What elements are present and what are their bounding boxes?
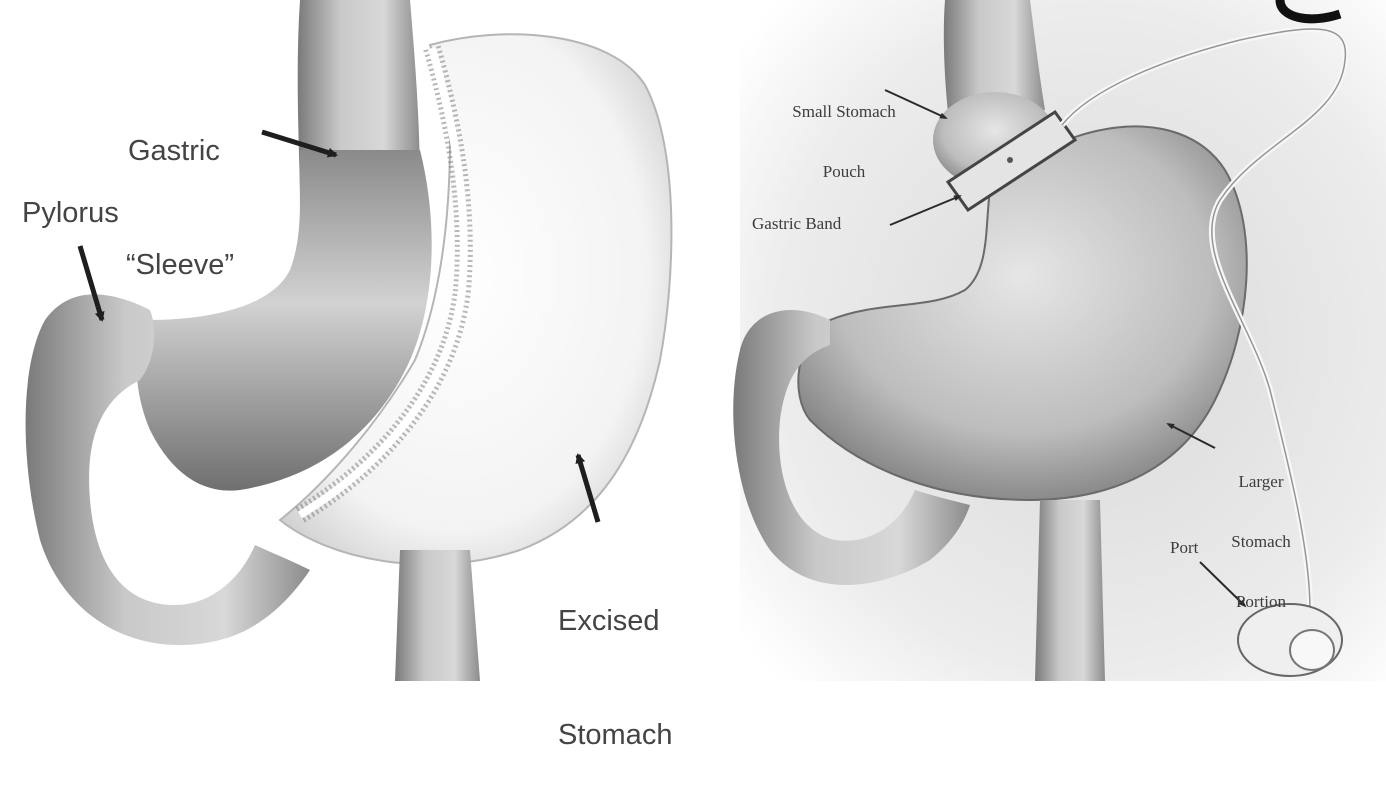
label-gastric-band: Gastric Band: [752, 214, 841, 234]
label-pylorus: Pylorus: [22, 194, 119, 232]
label-larger-line3: Portion: [1206, 592, 1316, 612]
label-port: Port: [1170, 538, 1198, 558]
label-gastric-sleeve-line1: Gastric: [128, 132, 234, 170]
label-pouch-line1: Small Stomach: [764, 102, 924, 122]
label-larger-stomach-portion: Larger Stomach Portion: [1206, 432, 1316, 632]
label-gastric-sleeve: Gastric “Sleeve”: [128, 56, 234, 322]
label-gastric-sleeve-line2: “Sleeve”: [126, 246, 234, 284]
label-excised-line2: Stomach: [558, 716, 672, 754]
label-larger-line2: Stomach: [1206, 532, 1316, 552]
label-larger-line1: Larger: [1206, 472, 1316, 492]
label-excised-stomach: Excised Stomach: [558, 526, 672, 792]
label-small-stomach-pouch: Small Stomach Pouch: [764, 62, 924, 202]
label-excised-line1: Excised: [558, 602, 672, 640]
label-pouch-line2: Pouch: [764, 162, 924, 182]
